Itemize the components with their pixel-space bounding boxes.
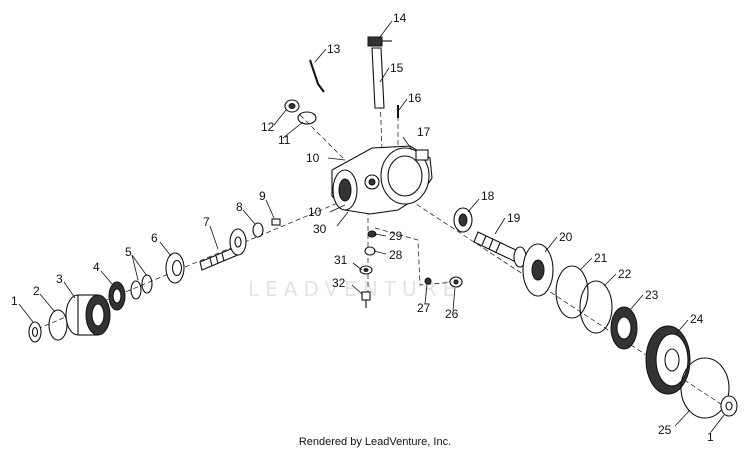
part-14-clamp xyxy=(367,36,392,47)
part-32-bolt xyxy=(361,291,371,308)
part-1-washer-right xyxy=(720,395,738,417)
callout-7: 7 xyxy=(203,215,210,229)
callout-2: 2 xyxy=(33,284,40,298)
callout-14: 14 xyxy=(393,11,407,25)
callout-17: 17 xyxy=(417,125,431,139)
callout-15: 15 xyxy=(390,61,404,75)
part-21-ring xyxy=(555,265,589,319)
callout-24: 24 xyxy=(690,312,704,326)
part-18-seal xyxy=(453,207,473,233)
callout-1-left: 1 xyxy=(11,294,18,308)
callout-29: 29 xyxy=(389,229,403,243)
part-20-gear xyxy=(522,243,554,297)
callout-10-bottom: 10 xyxy=(308,205,322,219)
credit-text: Rendered by LeadVenture, Inc. xyxy=(298,436,452,448)
callout-28: 28 xyxy=(389,248,403,262)
callout-22: 22 xyxy=(618,267,632,281)
callout-27: 27 xyxy=(417,301,431,315)
callout-19: 19 xyxy=(507,211,521,225)
callout-26: 26 xyxy=(445,307,459,321)
callout-10-top: 10 xyxy=(306,151,320,165)
part-7-shaft xyxy=(199,228,247,271)
callout-23: 23 xyxy=(645,288,659,302)
part-19-pinion-shaft xyxy=(473,231,527,268)
part-15-tube xyxy=(371,47,385,109)
part-11-o-ring xyxy=(297,111,317,125)
callout-3: 3 xyxy=(56,272,63,286)
callout-6: 6 xyxy=(151,231,158,245)
callout-32: 32 xyxy=(332,276,346,290)
callout-1-right: 1 xyxy=(707,430,714,444)
part-5-rings xyxy=(130,274,153,300)
part-26-plug xyxy=(449,276,463,288)
part-22-ring xyxy=(579,280,613,334)
callout-16: 16 xyxy=(408,91,422,105)
axis-26 xyxy=(374,227,456,286)
callout-12: 12 xyxy=(261,120,275,134)
part-23-bearing xyxy=(610,306,638,350)
part-28-washer xyxy=(364,246,376,256)
callout-8: 8 xyxy=(236,200,243,214)
axis-12 xyxy=(299,114,346,161)
callout-21: 21 xyxy=(594,251,608,265)
callout-9: 9 xyxy=(259,189,266,203)
part-27-nut xyxy=(424,277,432,285)
callout-13: 13 xyxy=(327,42,341,56)
callout-18: 18 xyxy=(481,189,495,203)
part-17-housing xyxy=(331,145,433,215)
callout-25: 25 xyxy=(658,423,672,437)
callout-31: 31 xyxy=(334,253,348,267)
part-12-plug xyxy=(284,99,300,113)
part-1-washer-left xyxy=(28,321,42,343)
part-13-rod xyxy=(309,59,325,93)
leader-lines xyxy=(18,20,725,433)
part-24-hub xyxy=(645,325,691,395)
part-31-washer xyxy=(359,265,373,275)
callout-4: 4 xyxy=(93,260,100,274)
part-29-bolt xyxy=(367,230,377,238)
callout-30: 30 xyxy=(313,222,327,236)
part-2-ring xyxy=(48,309,68,341)
callout-5: 5 xyxy=(125,245,132,259)
part-4-bearing xyxy=(108,281,126,311)
part-3-hub xyxy=(65,294,111,336)
watermark: LEADVENTURE xyxy=(248,277,461,301)
callout-20: 20 xyxy=(559,230,573,244)
part-6-seal xyxy=(165,252,185,284)
part-8-bushing xyxy=(252,222,264,238)
part-25-ring xyxy=(680,357,730,419)
part-9-pin xyxy=(271,218,281,226)
callout-11: 11 xyxy=(278,133,291,147)
